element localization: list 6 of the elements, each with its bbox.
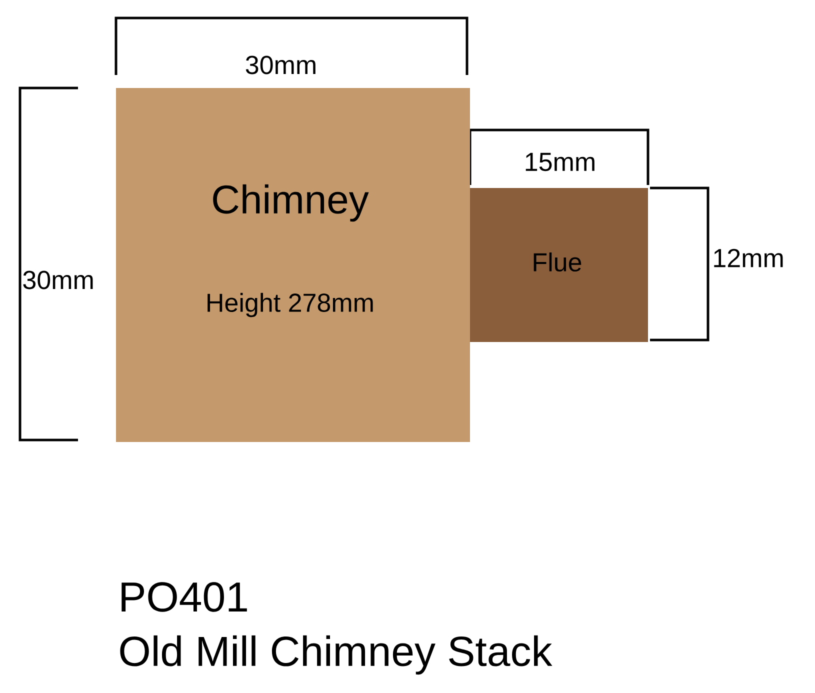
dimension-label: 12mm — [714, 248, 783, 268]
box: Flue — [470, 188, 648, 342]
product-name: Old Mill Chimney Stack — [120, 635, 552, 675]
box: Chimney Height 278mm — [116, 88, 470, 442]
dimension-label: 15mm — [526, 152, 594, 172]
product-code: PO401 — [122, 582, 247, 612]
